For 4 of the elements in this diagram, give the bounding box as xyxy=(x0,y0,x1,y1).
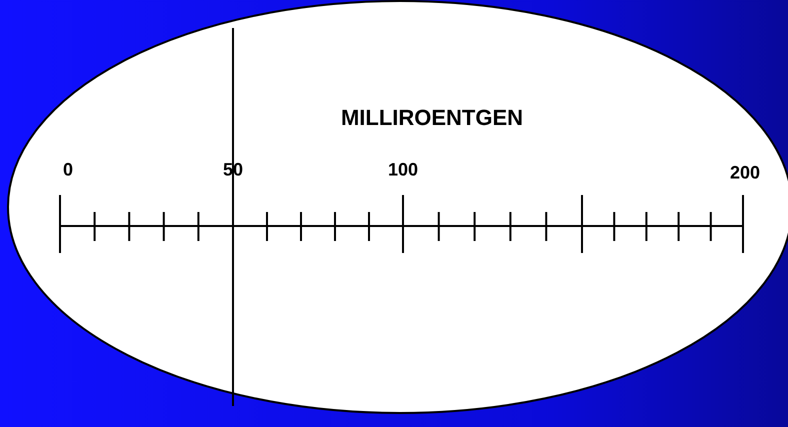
scale-number: 100 xyxy=(388,160,418,180)
scale-number: 200 xyxy=(730,162,760,184)
scale-number: 0 xyxy=(63,160,73,180)
scale-title: MILLIROENTGEN xyxy=(340,105,524,131)
